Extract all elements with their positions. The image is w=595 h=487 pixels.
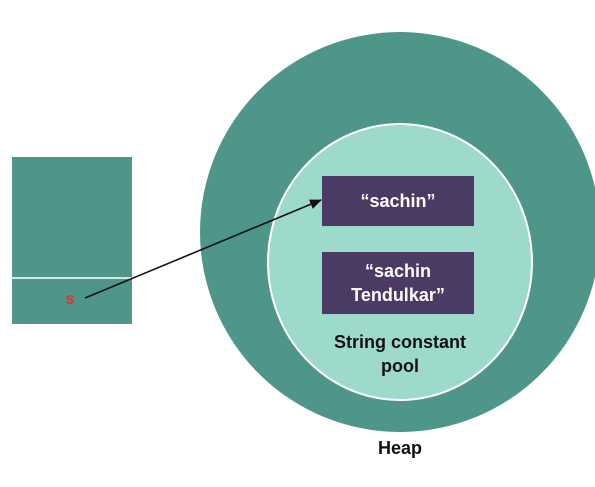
reference-arrow (84, 199, 322, 299)
string-pool-label: String constant pool (333, 332, 466, 376)
string-literal-sachin-tendulkar: “sachin Tendulkar” (322, 252, 474, 314)
stack-frame (12, 157, 132, 324)
string-literal-sachin: “sachin” (322, 176, 474, 226)
stack-variable-s: s (65, 289, 75, 308)
heap-label: Heap (377, 438, 422, 458)
